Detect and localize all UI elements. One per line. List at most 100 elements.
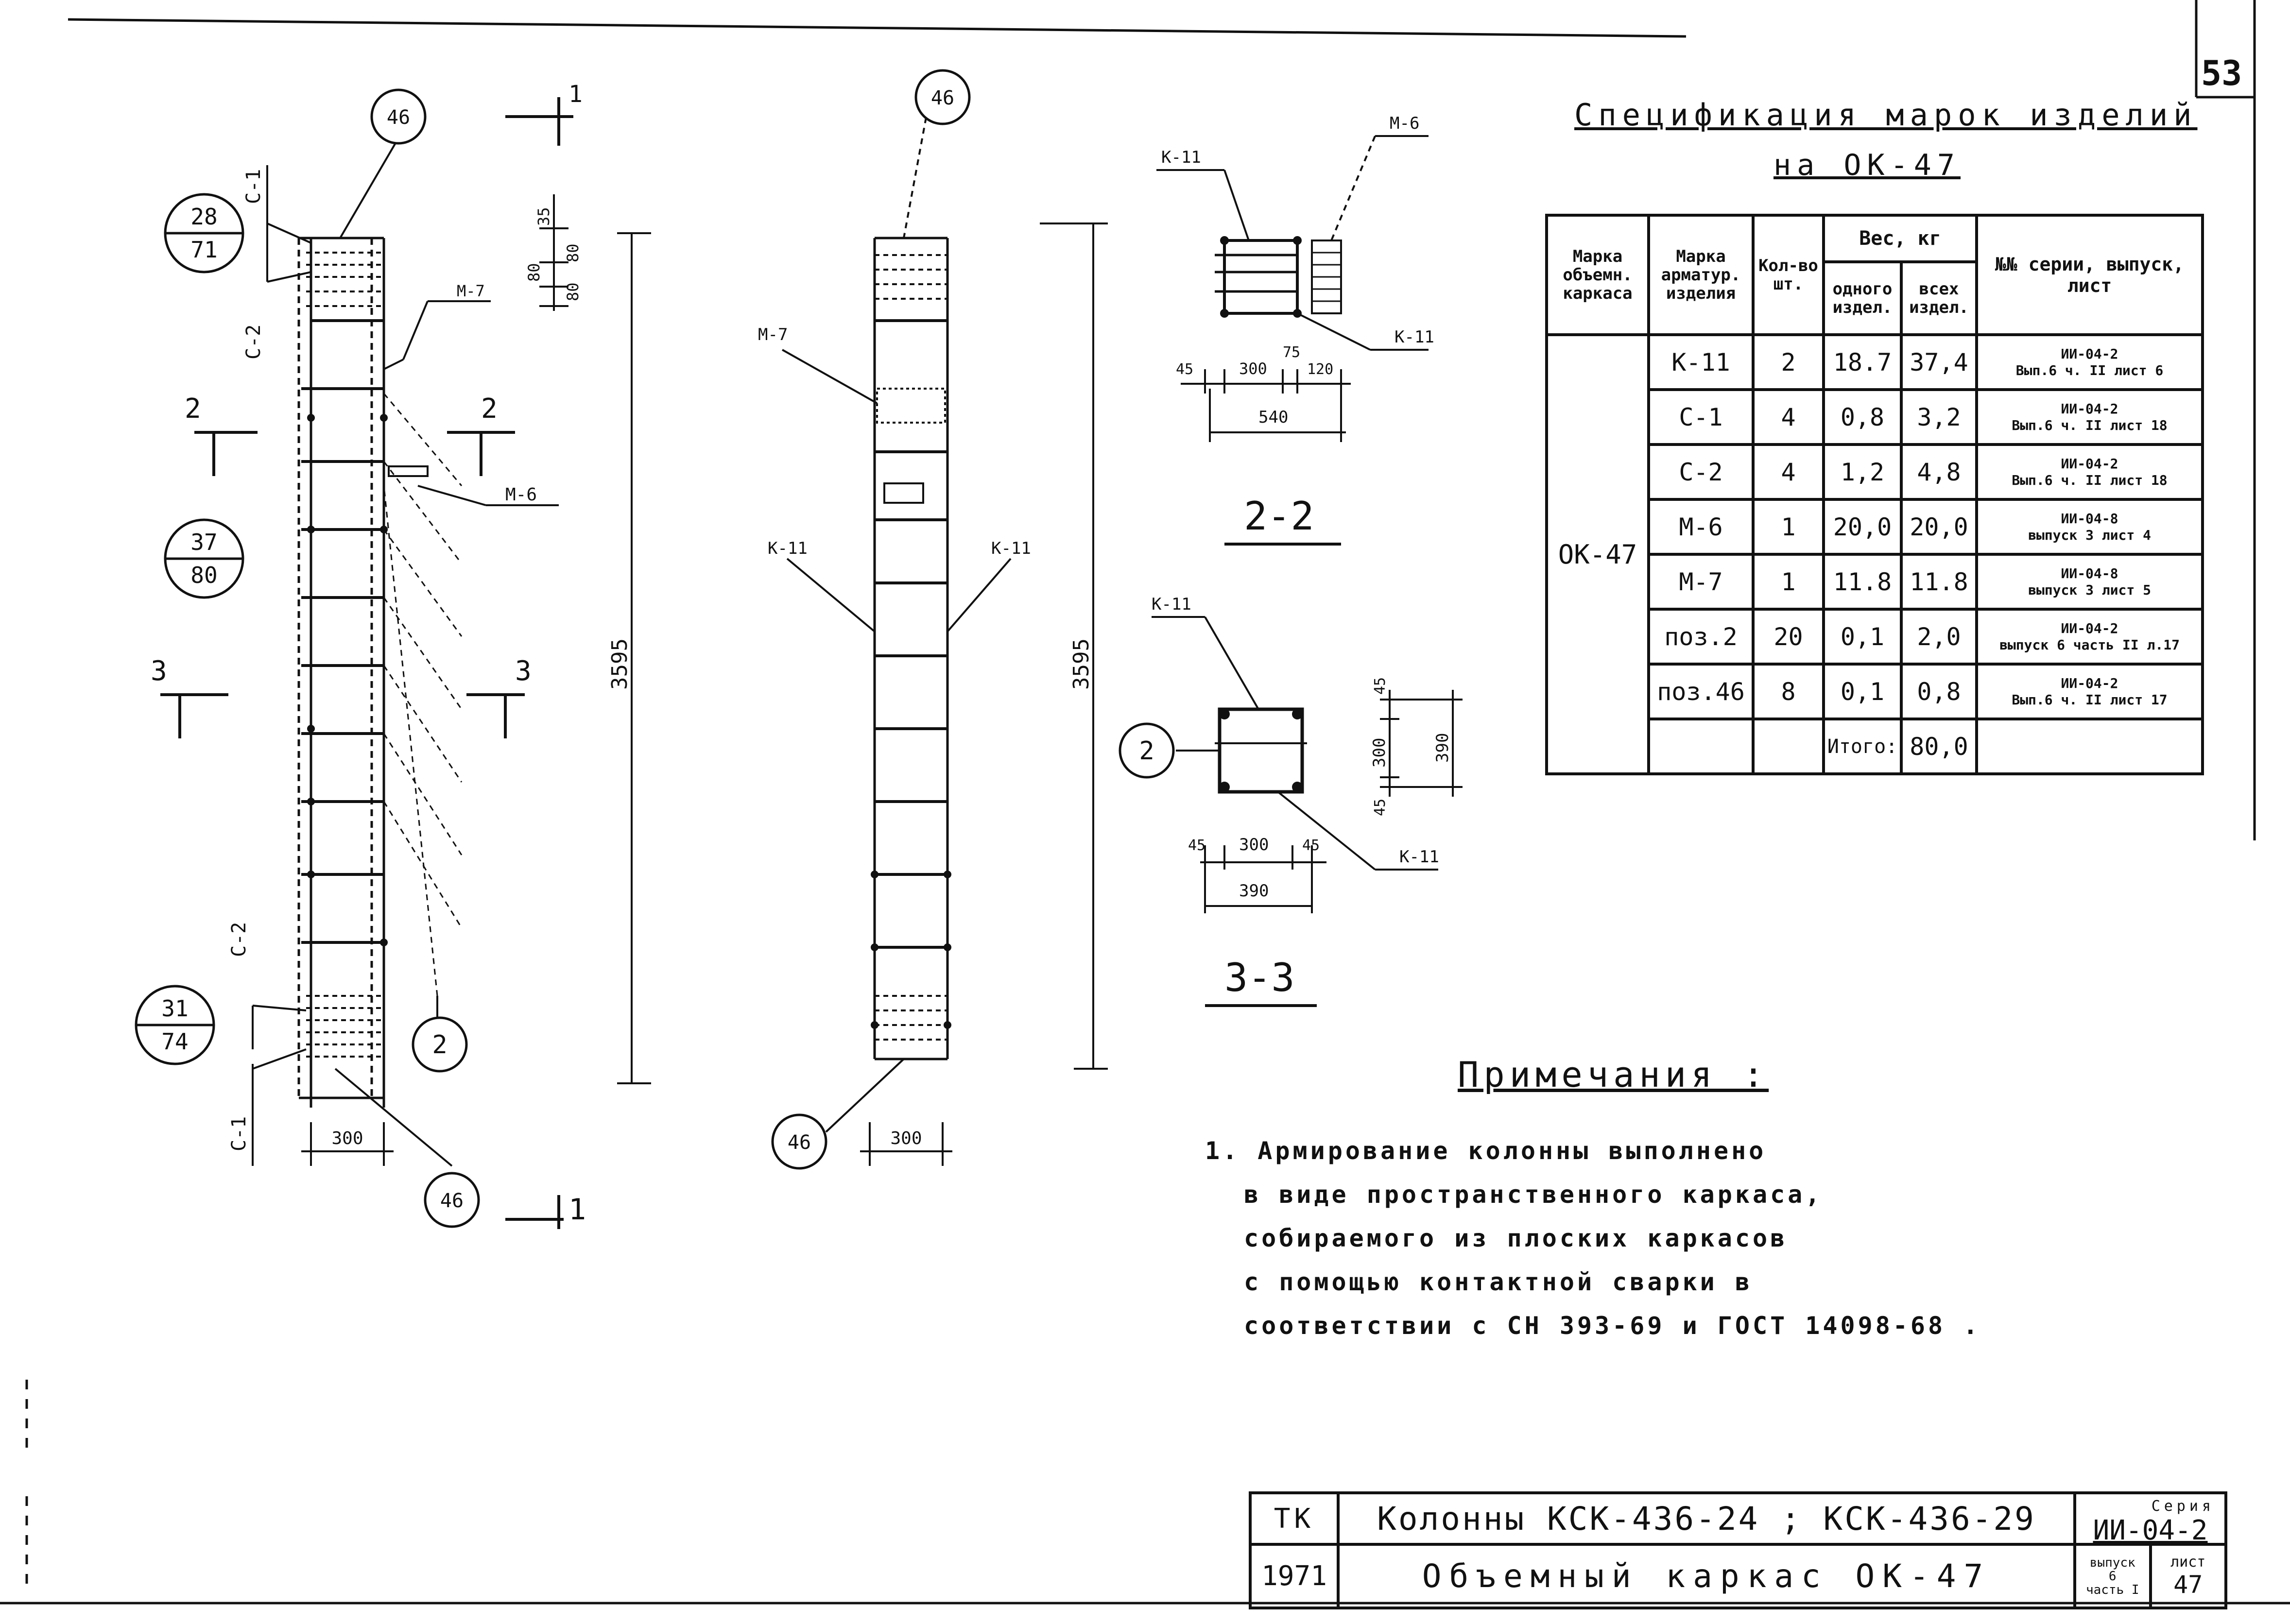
note-line: 1. Армирование колонны выполнено bbox=[1205, 1137, 1767, 1165]
side-weld-dots bbox=[871, 871, 951, 1029]
spec-col-item-mark: Марка арматур. изделия bbox=[1647, 214, 1755, 336]
front-dim-width: 300 bbox=[331, 1128, 363, 1148]
spec-frame-mark: ОК-47 bbox=[1545, 333, 1650, 775]
spec-title: Спецификация марок изделий bbox=[1574, 97, 2198, 133]
spec-col-qty: Кол-во шт. bbox=[1752, 214, 1825, 336]
label-k11-side-right: К-11 bbox=[991, 539, 1031, 558]
spec-row-all: 4,8 bbox=[1900, 443, 1978, 501]
sec22-label-m6: М-6 bbox=[1390, 114, 1419, 133]
spec-row-mark: поз.46 bbox=[1647, 663, 1755, 720]
side-dim-width: 300 bbox=[890, 1128, 922, 1148]
stamp-series-value: ИИ-04-2 bbox=[2093, 1515, 2208, 1546]
front-dim-80b: 80 bbox=[564, 243, 582, 262]
stamp-sheet: лист 47 bbox=[2170, 1554, 2206, 1599]
stamp-series-label: Серия bbox=[2151, 1498, 2215, 1515]
stamp-issue: выпуск 6 часть I bbox=[2076, 1546, 2152, 1607]
sec33-dim-left45: 45 bbox=[1188, 837, 1205, 854]
sec33-dim-v45-bot: 45 bbox=[1372, 799, 1389, 816]
spec-header-row: Марка объемн. каркаса Марка арматур. изд… bbox=[1545, 214, 2204, 336]
label-c2-top: С-2 bbox=[242, 325, 265, 359]
front-dim-80c: 80 bbox=[564, 282, 582, 301]
spec-row-one: 20,0 bbox=[1822, 498, 1903, 556]
sec22-dim-120: 120 bbox=[1307, 361, 1333, 378]
spec-col-source: №№ серии, выпуск, лист bbox=[1975, 214, 2204, 336]
side-bottom-node-mark: 46 bbox=[788, 1131, 811, 1154]
section-2-2-drawing bbox=[1156, 135, 1429, 546]
sec22-dim-300: 300 bbox=[1239, 359, 1267, 378]
front-dim-height: 3595 bbox=[607, 638, 632, 690]
spec-table: Марка объемн. каркаса Марка арматур. изд… bbox=[1545, 214, 2204, 775]
spec-row-qty: 2 bbox=[1752, 333, 1825, 391]
spec-subtitle: на ОК-47 bbox=[1773, 148, 1961, 182]
spec-row-all: 0,8 bbox=[1900, 663, 1978, 720]
spec-row-qty: 20 bbox=[1752, 608, 1825, 666]
grid-frame-1-num: 28 bbox=[190, 204, 217, 230]
front-pos2-mark: 2 bbox=[432, 1030, 447, 1060]
sec22-label-k11-bottom: К-11 bbox=[1395, 327, 1434, 347]
sec33-label-k11-top: К-11 bbox=[1152, 595, 1191, 614]
spec-row-mark: К-11 bbox=[1647, 333, 1755, 391]
title-block: ТК Колонны КСК-436-24 ; КСК-436-29 Серия… bbox=[1249, 1491, 2227, 1609]
grid-frame-3-num: 31 bbox=[161, 995, 188, 1022]
stamp-title-1: Колонны КСК-436-24 ; КСК-436-29 bbox=[1337, 1491, 2076, 1546]
spec-row-qty: 8 bbox=[1752, 663, 1825, 720]
label-m7-front: М-7 bbox=[457, 282, 485, 300]
spec-row-mark: М-6 bbox=[1647, 498, 1755, 556]
label-c1-bottom: С-1 bbox=[228, 1116, 250, 1151]
sec33-dim-mid300: 300 bbox=[1239, 835, 1269, 855]
sec33-label-k11-bottom: К-11 bbox=[1399, 847, 1439, 867]
side-view bbox=[782, 106, 1108, 1166]
front-dim-35: 35 bbox=[534, 207, 553, 226]
spec-row-one: 11.8 bbox=[1822, 553, 1903, 611]
notes-block: Примечания : 1. Армирование колонны выпо… bbox=[1205, 1054, 2128, 1348]
label-c2-bottom: С-2 bbox=[228, 922, 250, 957]
spec-subheader-row: одного издел. всех издел. bbox=[1547, 260, 2203, 336]
spec-col-weight: Вес, кг bbox=[1822, 214, 1978, 263]
sec33-dim-right45: 45 bbox=[1302, 837, 1320, 854]
note-line: собираемого из плоских каркасов bbox=[1244, 1224, 1788, 1252]
note-line: с помощью контактной сварки в bbox=[1244, 1268, 1753, 1296]
grid-frame-1-den: 71 bbox=[190, 237, 217, 263]
spec-row-qty: 1 bbox=[1752, 553, 1825, 611]
front-weld-dots bbox=[307, 414, 388, 946]
spec-row-one: 0,8 bbox=[1822, 388, 1903, 446]
notes-title: Примечания : bbox=[1458, 1054, 1769, 1095]
spec-total-label: Итого: bbox=[1822, 718, 1903, 775]
grid-frame-3-den: 74 bbox=[161, 1028, 188, 1055]
sec33-dim-total: 390 bbox=[1239, 881, 1269, 901]
stamp-org: ТК bbox=[1249, 1491, 1340, 1546]
side-top-node-mark: 46 bbox=[931, 87, 954, 109]
spec-row-all: 3,2 bbox=[1900, 388, 1978, 446]
spec-row-all: 37,4 bbox=[1900, 333, 1978, 391]
cut-1-top: 1 bbox=[568, 81, 583, 108]
spec-row-all: 11.8 bbox=[1900, 553, 1978, 611]
spec-row-mark: С-2 bbox=[1647, 443, 1755, 501]
cut-3-left: 3 bbox=[151, 655, 167, 687]
spec-row-mark: С-1 bbox=[1647, 388, 1755, 446]
cut-3-right: 3 bbox=[515, 655, 532, 687]
note-line: соответствии с СН 393-69 и ГОСТ 14098-68… bbox=[1244, 1312, 1981, 1340]
grid-frame-2-den: 80 bbox=[190, 562, 217, 588]
cut-1-bottom: 1 bbox=[568, 1193, 586, 1227]
spec-col-weight-one: одного издел. bbox=[1822, 260, 1903, 336]
label-c1-top: С-1 bbox=[242, 169, 265, 204]
side-dim-height: 3595 bbox=[1069, 638, 1094, 690]
sec33-dim-v45-top: 45 bbox=[1372, 677, 1389, 695]
label-k11-side-left: К-11 bbox=[768, 539, 808, 558]
spec-row-mark: М-7 bbox=[1647, 553, 1755, 611]
section-3-3-drawing bbox=[1152, 616, 1463, 1007]
front-bottom-node-mark: 46 bbox=[440, 1190, 464, 1212]
front-dim-80a: 80 bbox=[525, 263, 543, 282]
section-3-3-dots bbox=[1219, 709, 1303, 792]
